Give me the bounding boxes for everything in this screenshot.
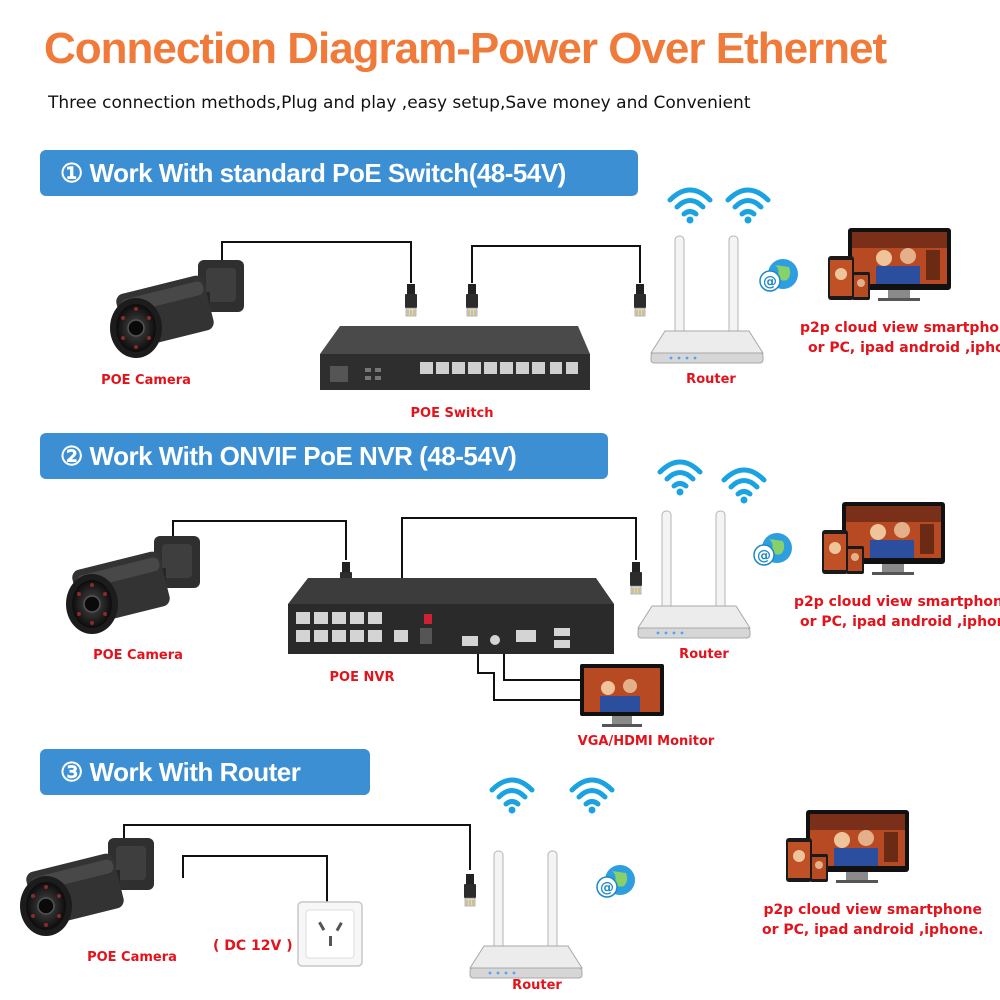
poe-camera-label: POE Camera: [93, 648, 183, 663]
poe-camera-icon: [109, 259, 245, 359]
wifi-icon: [724, 470, 764, 504]
monitor-label: VGA/HDMI Monitor: [577, 734, 715, 749]
p2p-cloud-note: p2p cloud view smartphone or PC, ipad an…: [800, 320, 1000, 356]
section-2-banner: ② Work With ONVIF PoE NVR (48-54V): [40, 433, 608, 479]
monitor-icon: [786, 810, 909, 883]
poe-camera-icon: [19, 837, 155, 937]
router-icon: [469, 850, 583, 979]
wifi-icon: [728, 190, 768, 224]
internet-globe-icon: [596, 864, 636, 898]
rj45-plug-icon: [404, 283, 418, 317]
wifi-icon: [670, 190, 710, 224]
rj45-plug-icon: [463, 873, 477, 907]
wifi-icon: [572, 780, 612, 814]
router-label: Router: [686, 372, 736, 387]
internet-globe-icon: [753, 532, 793, 566]
wifi-icon: [492, 780, 532, 814]
poe-camera-icon: [65, 535, 201, 635]
poe-nvr-icon: [288, 578, 614, 654]
router-icon: [650, 235, 764, 364]
poe-camera-label: POE Camera: [87, 950, 177, 965]
poe-switch-icon: [320, 326, 590, 390]
page-subtitle: Three connection methods,Plug and play ,…: [48, 93, 751, 113]
p2p-cloud-note: p2p cloud view smartphone or PC, ipad an…: [762, 902, 984, 938]
rj45-plug-icon: [629, 561, 643, 595]
poe-nvr-label: POE NVR: [329, 670, 395, 685]
p2p-cloud-note: p2p cloud view smartphone or PC, ipad an…: [794, 594, 1000, 630]
rj45-plug-icon: [633, 283, 647, 317]
monitor-icon: [822, 502, 945, 575]
router-label: Router: [512, 978, 562, 993]
router-icon: [637, 510, 751, 639]
vga-hdmi-monitor-icon: [580, 664, 664, 727]
section-3-banner: ③ Work With Router: [40, 749, 370, 795]
section-1-cables: [221, 241, 641, 283]
internet-globe-icon: [759, 258, 799, 292]
section-3-cables: [123, 824, 471, 902]
section-2-cables: [172, 517, 637, 701]
poe-camera-label: POE Camera: [101, 373, 191, 388]
dc-12v-label: ( DC 12V ): [213, 938, 293, 954]
monitor-icon: [828, 228, 951, 301]
rj45-plug-icon: [465, 283, 479, 317]
wifi-icon: [660, 462, 700, 496]
power-outlet-icon: [297, 901, 363, 967]
section-1-banner: ① Work With standard PoE Switch(48-54V): [40, 150, 638, 196]
page-title: Connection Diagram-Power Over Ethernet: [44, 24, 887, 73]
poe-switch-label: POE Switch: [410, 406, 494, 421]
router-label: Router: [679, 647, 729, 662]
